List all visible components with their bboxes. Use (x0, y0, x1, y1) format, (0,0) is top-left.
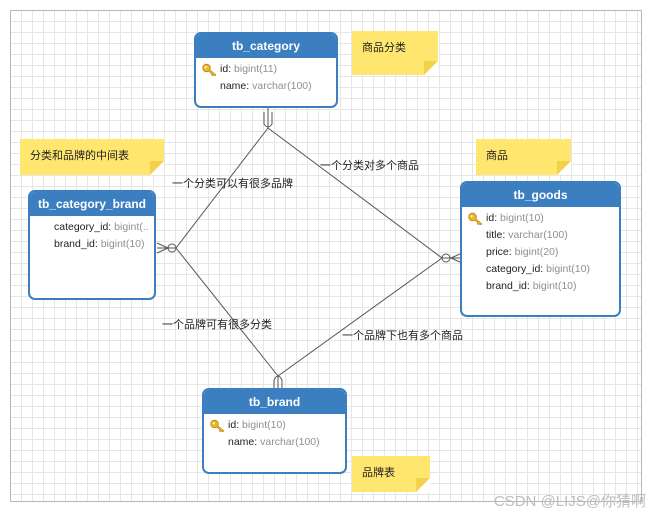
table-title: tb_category_brand (30, 192, 154, 216)
column-name: category_id (486, 263, 541, 275)
column-separator: : (94, 238, 101, 250)
relation-line-brand-goods (277, 257, 443, 377)
table-column-row[interactable]: brand_id: bigint(10) (36, 236, 148, 253)
relation-label-brand-goods: 一个品牌下也有多个商品 (342, 330, 463, 342)
note-brand[interactable]: 品牌表 (352, 456, 430, 492)
column-name: name (220, 80, 247, 92)
table-tb-goods[interactable]: tb_goods id: bigint(10)title: varchar(10… (460, 181, 621, 317)
column-separator: : (508, 246, 515, 258)
column-name: id (220, 63, 229, 75)
primary-key-icon (202, 63, 217, 76)
column-list: id: bigint(11)name: varchar(100) (196, 58, 336, 95)
column-name: id (228, 419, 237, 431)
table-column-row[interactable]: name: varchar(100) (202, 78, 330, 95)
primary-key-icon (210, 419, 225, 432)
column-type: bigint(... (114, 221, 148, 233)
table-title: tb_brand (204, 390, 345, 414)
note-text: 商品分类 (362, 42, 406, 54)
table-column-row[interactable]: category_id: bigint(10) (468, 261, 613, 278)
column-separator: : (502, 229, 509, 241)
column-type: varchar(100) (508, 229, 568, 241)
table-column-row[interactable]: id: bigint(10) (210, 417, 339, 434)
table-tb-category[interactable]: tb_category id: bigint(11)name: varchar(… (194, 32, 338, 108)
column-type: bigint(10) (546, 263, 590, 275)
table-column-row[interactable]: brand_id: bigint(10) (468, 278, 613, 295)
table-tb-category-brand[interactable]: tb_category_brand category_id: bigint(..… (28, 190, 156, 300)
column-type: varchar(100) (260, 436, 320, 448)
note-category[interactable]: 商品分类 (352, 31, 438, 75)
column-type: bigint(20) (514, 246, 559, 258)
column-list: id: bigint(10)title: varchar(100)price: … (462, 207, 619, 295)
note-category-brand[interactable]: 分类和品牌的中间表 (20, 139, 164, 175)
column-type: bigint(10) (242, 419, 286, 431)
column-name: category_id (54, 221, 109, 233)
column-list: category_id: bigint(...brand_id: bigint(… (30, 216, 154, 253)
column-separator: : (540, 263, 547, 275)
note-text: 商品 (486, 150, 508, 162)
note-goods[interactable]: 商品 (476, 139, 571, 175)
watermark: CSDN @LIJS@你猜啊 (493, 493, 646, 510)
note-text: 分类和品牌的中间表 (30, 150, 129, 162)
column-separator: : (494, 212, 501, 224)
column-name: price (486, 246, 509, 258)
column-name: brand_id (54, 238, 95, 250)
relation-label-category-goods: 一个分类对多个商品 (320, 160, 419, 172)
table-column-row[interactable]: category_id: bigint(... (36, 219, 148, 236)
column-name: name (228, 436, 255, 448)
column-name: title (486, 229, 503, 241)
table-column-row[interactable]: name: varchar(100) (210, 434, 339, 451)
column-name: id (486, 212, 495, 224)
column-separator: : (236, 419, 243, 431)
column-type: bigint(10) (100, 238, 145, 250)
column-type: varchar(100) (252, 80, 312, 92)
column-separator: : (108, 221, 115, 233)
column-separator: : (246, 80, 253, 92)
category-brand-crowfoot (156, 242, 170, 254)
relation-label-category-brand: 一个分类可以有很多品牌 (172, 178, 293, 190)
primary-key-icon (468, 212, 483, 225)
table-column-row[interactable]: title: varchar(100) (468, 227, 613, 244)
column-separator: : (526, 280, 533, 292)
column-list: id: bigint(10)name: varchar(100) (204, 414, 345, 451)
relation-line-category-goods (267, 127, 462, 259)
table-column-row[interactable]: id: bigint(11) (202, 61, 330, 78)
table-column-row[interactable]: id: bigint(10) (468, 210, 613, 227)
note-text: 品牌表 (362, 467, 395, 479)
table-column-row[interactable]: price: bigint(20) (468, 244, 613, 261)
column-separator: : (254, 436, 261, 448)
table-tb-brand[interactable]: tb_brand id: bigint(10)name: varchar(100… (202, 388, 347, 474)
column-name: brand_id (486, 280, 527, 292)
table-title: tb_goods (462, 183, 619, 207)
relation-label-brand-category: 一个品牌可有很多分类 (162, 319, 272, 331)
column-separator: : (228, 63, 235, 75)
table-title: tb_category (196, 34, 336, 58)
column-type: bigint(10) (532, 280, 577, 292)
relation-line-brand-category-brand (175, 247, 279, 377)
column-type: bigint(10) (500, 212, 544, 224)
column-type: bigint(11) (234, 63, 278, 75)
